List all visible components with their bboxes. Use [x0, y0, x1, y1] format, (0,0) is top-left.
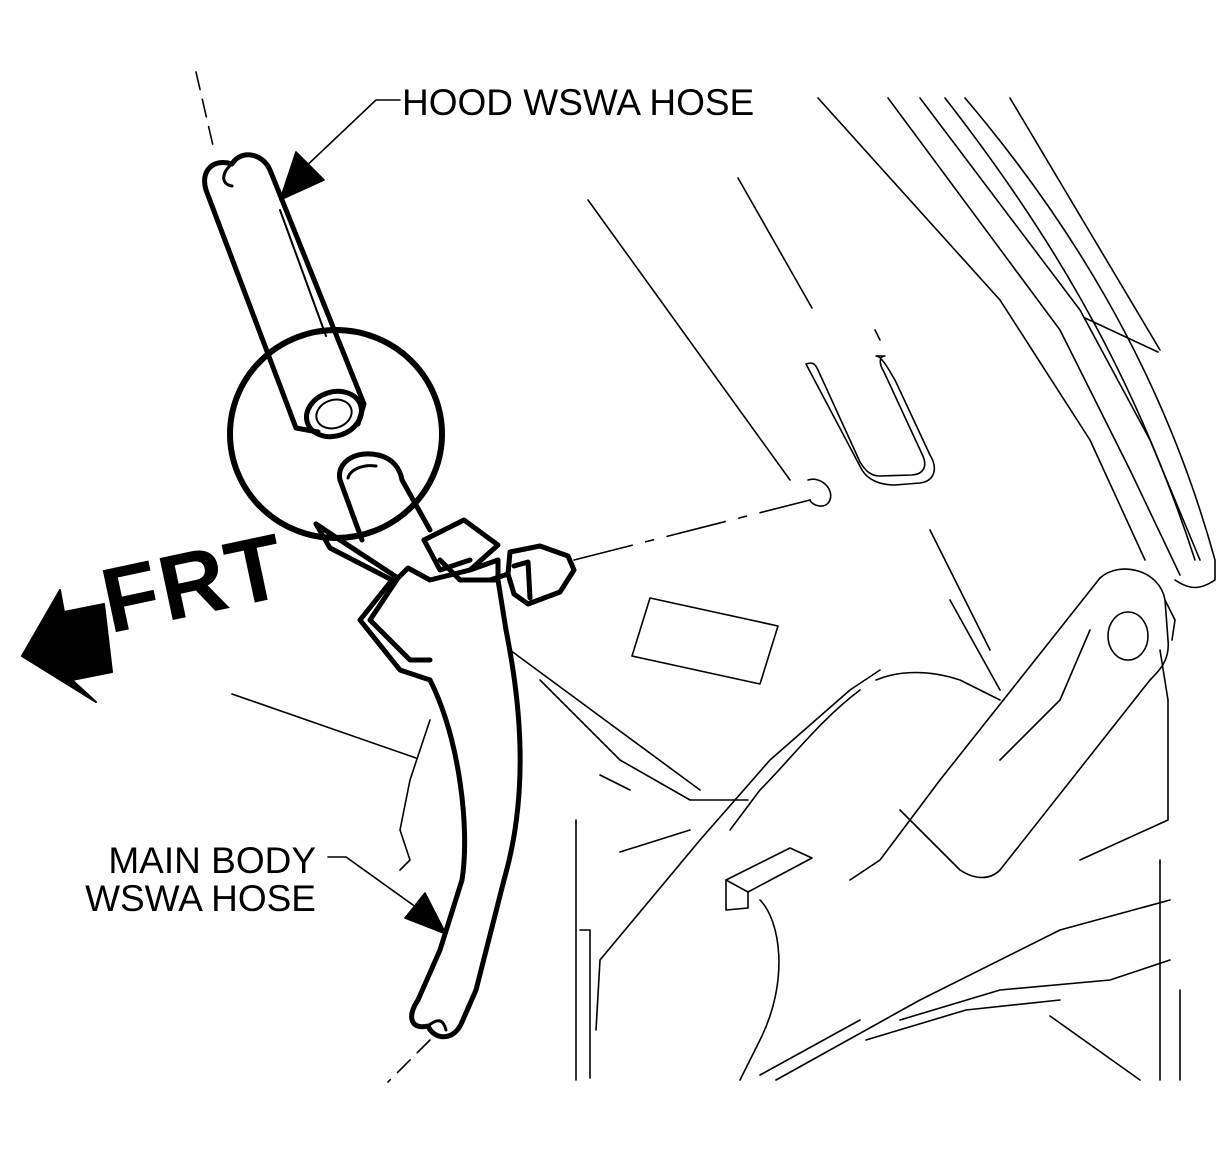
main-hose-routing-line: [387, 1039, 431, 1083]
main-body-label-line-1: MAIN BODY: [108, 840, 316, 881]
lower-frame: [399, 649, 1181, 1081]
hood-hose-routing-line: [195, 71, 215, 151]
hood-wswa-hose-label: HOOD WSWA HOSE: [402, 82, 755, 123]
main-body-wswa-hose-label: MAIN BODY WSWA HOSE: [72, 842, 316, 918]
hood-wswa-hose: [202, 152, 367, 440]
body-plate: [631, 597, 779, 685]
hood-hinge: [595, 568, 1176, 1081]
hood-hose-callout-leader: [279, 99, 401, 201]
mounting-hole: [573, 478, 832, 561]
body-slot: [805, 355, 936, 486]
front-direction-arrow-icon: [21, 589, 113, 703]
vehicle-body-panel: [231, 97, 1216, 853]
main-body-wswa-hose: [313, 451, 577, 1040]
main-body-label-line-2: WSWA HOSE: [85, 878, 316, 919]
main-hose-callout-leader: [327, 856, 447, 935]
